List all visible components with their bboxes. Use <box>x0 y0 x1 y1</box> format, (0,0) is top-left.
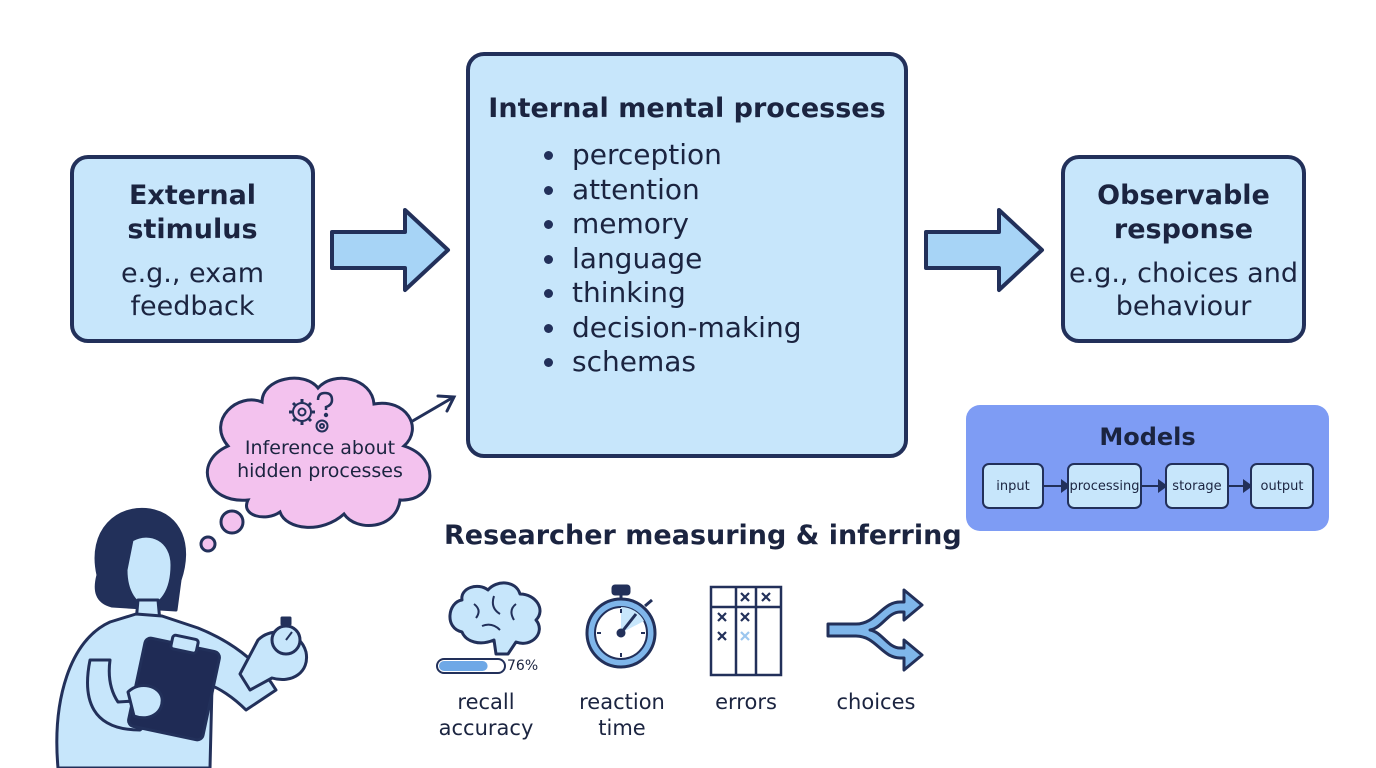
external-stimulus-box: External stimulus e.g., exam feedback <box>70 155 315 343</box>
measure-label-choices: choices <box>836 690 916 714</box>
brain-icon <box>448 581 542 656</box>
inference-text: Inference about hidden processes <box>237 437 403 482</box>
process-item: language <box>542 242 904 277</box>
model-step-processing: processing <box>1067 463 1142 509</box>
gears-question-icon <box>289 391 334 433</box>
observable-response-box: Observable response e.g., choices and be… <box>1061 155 1306 343</box>
recall-bar-fill <box>439 661 488 671</box>
models-title: Models <box>1099 423 1196 451</box>
researcher-face <box>124 534 174 608</box>
process-list: perception attention memory language thi… <box>470 138 904 380</box>
researcher-figure <box>55 507 309 768</box>
thought-bubble-small <box>199 535 217 553</box>
stimulus-example: e.g., exam feedback <box>120 258 265 322</box>
thought-bubble-large <box>219 509 245 535</box>
process-item: schemas <box>542 345 904 380</box>
measure-label-recall: recall accuracy <box>438 690 534 740</box>
model-connector-head <box>1243 479 1253 493</box>
model-connector-head <box>1061 479 1071 493</box>
process-item: attention <box>542 173 904 208</box>
process-item: thinking <box>542 276 904 311</box>
measure-label-reaction: reaction time <box>579 690 665 740</box>
researcher-hand <box>126 683 164 720</box>
process-item: decision-making <box>542 311 904 346</box>
arrow-processes-to-response <box>924 208 1044 292</box>
error-grid-icon <box>709 585 783 677</box>
model-step-input: input <box>982 463 1044 509</box>
stopwatch-icon <box>585 584 657 669</box>
models-panel: Models input processing storage output <box>966 405 1329 531</box>
internal-processes-box: Internal mental processes perception att… <box>466 52 908 458</box>
measure-label-errors: errors <box>715 690 777 714</box>
split-arrow-icon <box>826 588 924 672</box>
model-step-storage: storage <box>1165 463 1229 509</box>
thought-cloud <box>199 376 432 553</box>
model-connector-head <box>1158 479 1168 493</box>
processes-title: Internal mental processes <box>488 93 886 124</box>
model-step-output: output <box>1250 463 1314 509</box>
process-item: perception <box>542 138 904 173</box>
response-title: Observable response <box>1097 180 1270 245</box>
arrow-stimulus-to-processes <box>330 208 450 292</box>
research-title: Researcher measuring & inferring <box>444 520 962 551</box>
stimulus-title: External stimulus <box>127 180 258 245</box>
clipboard-clip <box>169 633 200 655</box>
recall-percent-label: 76% <box>507 658 539 674</box>
recall-progress-bar <box>436 658 506 674</box>
models-arrows <box>1044 479 1253 493</box>
process-item: memory <box>542 207 904 242</box>
response-example: e.g., choices and behaviour <box>1069 258 1298 322</box>
